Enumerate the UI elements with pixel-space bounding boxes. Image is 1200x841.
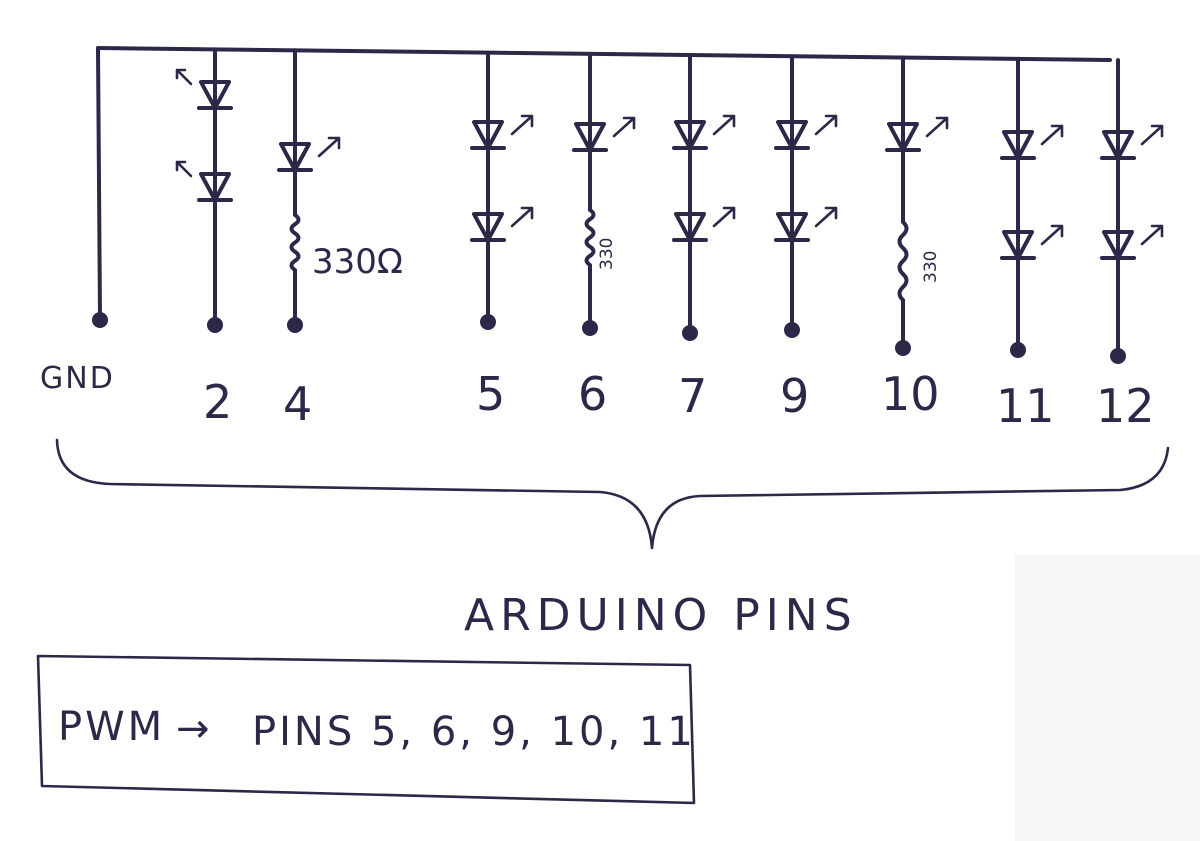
gnd-label: GND	[40, 361, 115, 396]
resistor-label-pin-4: 330Ω	[312, 242, 403, 282]
pin-label-11: 11	[996, 379, 1055, 433]
pin-label-4: 4	[283, 377, 312, 431]
paper-patch	[1015, 555, 1200, 841]
led-pin-11-a	[1000, 124, 1064, 160]
led-column-pin-7	[672, 53, 736, 341]
led-column-pin-5	[470, 50, 534, 330]
led-column-pin-9	[774, 54, 838, 338]
led-column-pin-2	[175, 47, 233, 333]
led-column-pin-4	[277, 48, 341, 333]
terminal-pin-6	[582, 320, 598, 336]
terminal-pin-11	[1010, 342, 1026, 358]
gnd-terminal	[92, 312, 108, 328]
led-pin-7-b	[672, 206, 736, 242]
pins-brace	[55, 438, 1170, 550]
led-pin-7-a	[672, 114, 736, 150]
resistor-label-pin-6: 330	[597, 238, 617, 270]
led-column-pin-12	[1100, 58, 1164, 364]
led-pin-9-a	[774, 114, 838, 150]
led-pin-10	[885, 116, 949, 152]
pwm-note-prefix: PWM	[58, 704, 165, 750]
led-column-pin-6	[572, 51, 636, 336]
led-pin-12-a	[1100, 124, 1164, 160]
resistor-pin-10	[897, 220, 909, 302]
led-columns	[175, 47, 1164, 364]
pin-label-2: 2	[203, 375, 232, 429]
resistor-label-pin-10: 330	[921, 251, 941, 283]
pwm-note-text: PINS 5, 6, 9, 10, 11	[252, 709, 696, 755]
led-pin-11-b	[1000, 224, 1064, 260]
led-pin-12-b	[1100, 224, 1164, 260]
led-pin-2-b	[175, 160, 233, 202]
gnd-wire	[96, 46, 102, 320]
terminal-pin-12	[1110, 348, 1126, 364]
led-pin-4	[277, 136, 341, 172]
resistor-pin-4	[289, 213, 301, 272]
pin-label-5: 5	[476, 367, 505, 421]
pwm-note-box	[36, 654, 696, 805]
led-column-pin-11	[1000, 56, 1064, 358]
pin-label-6: 6	[578, 367, 607, 421]
led-pin-2-a	[175, 68, 233, 110]
terminal-pin-4	[287, 317, 303, 333]
led-pin-9-b	[774, 206, 838, 242]
arduino-pins-label: ARDUINO PINS	[464, 590, 858, 641]
led-pin-5-b	[470, 206, 534, 242]
resistor-pin-6	[584, 208, 596, 267]
terminal-pin-5	[480, 314, 496, 330]
pin-label-9: 9	[780, 369, 809, 423]
led-pin-6	[572, 116, 636, 152]
led-column-pin-10	[885, 55, 949, 356]
terminal-pin-10	[895, 340, 911, 356]
terminal-pin-7	[682, 325, 698, 341]
terminal-pin-2	[207, 317, 223, 333]
led-pin-5-a	[470, 114, 534, 150]
terminal-pin-9	[784, 322, 800, 338]
ground-bus	[96, 46, 1112, 62]
pwm-note-arrow: →	[176, 706, 213, 752]
pin-label-7: 7	[678, 369, 707, 423]
pin-label-10: 10	[881, 367, 940, 421]
pin-label-12: 12	[1096, 379, 1155, 433]
